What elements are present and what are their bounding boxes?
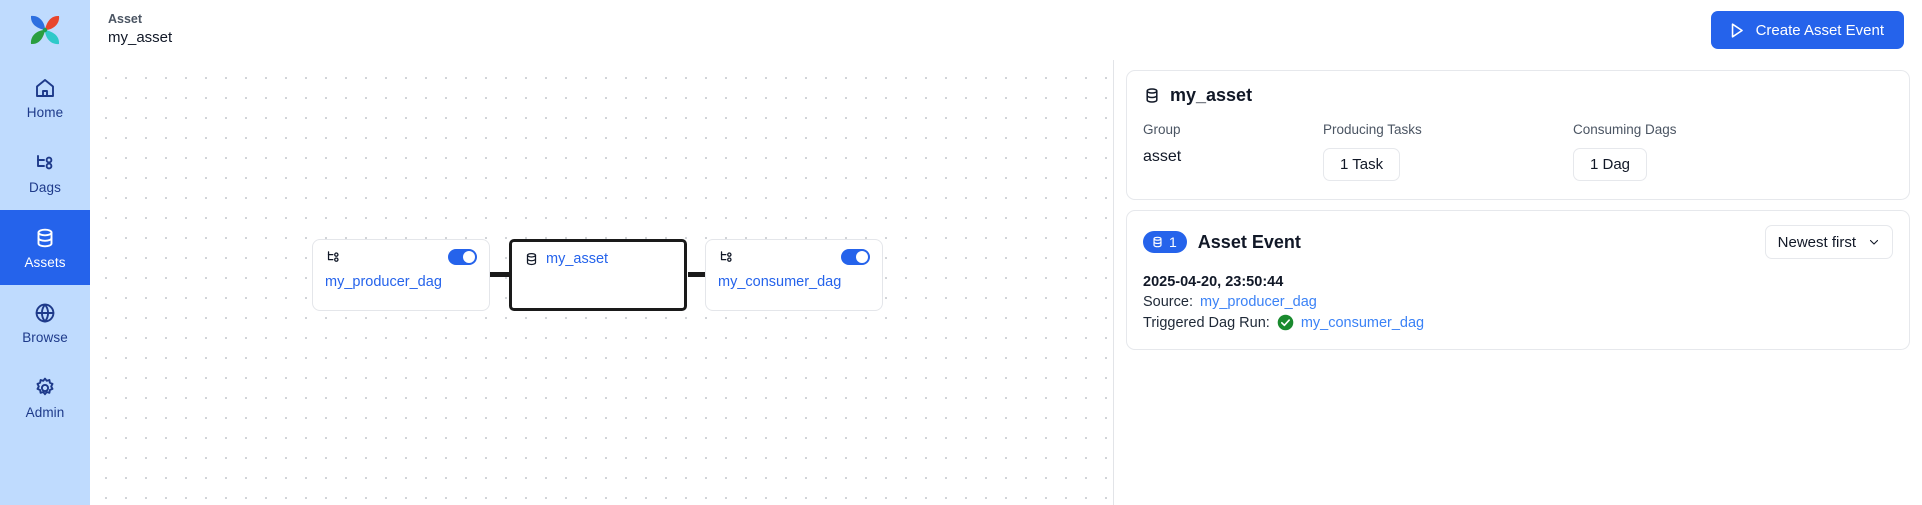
success-check-icon bbox=[1277, 314, 1294, 331]
graph-node-consumer-dag[interactable]: my_consumer_dag bbox=[705, 239, 883, 311]
asset-event-count-badge: 1 bbox=[1143, 231, 1187, 253]
play-triangle-icon bbox=[1731, 22, 1743, 38]
asset-event-source-link[interactable]: my_producer_dag bbox=[1199, 294, 1317, 310]
content-split: my_producer_dag my_asset bbox=[90, 60, 1922, 505]
stat-consuming-dags: Consuming Dags 1 Dag bbox=[1573, 122, 1677, 181]
sidebar-item-home-label: Home bbox=[26, 104, 64, 120]
stat-consuming-dags-label: Consuming Dags bbox=[1573, 122, 1677, 137]
sidebar-item-admin[interactable]: Admin bbox=[0, 360, 90, 435]
asset-event-triggered-link[interactable]: my_consumer_dag bbox=[1300, 314, 1425, 331]
asset-summary-title-row: my_asset bbox=[1143, 85, 1893, 106]
sidebar-item-admin-label: Admin bbox=[25, 404, 65, 420]
home-icon bbox=[36, 78, 54, 97]
breadcrumb: Asset my_asset bbox=[108, 12, 173, 47]
asset-event-source-label: Source: bbox=[1143, 294, 1193, 310]
main-area: Asset my_asset Create Asset Event bbox=[90, 0, 1922, 505]
asset-event-list-item: 2025-04-20, 23:50:44 Source: my_producer… bbox=[1143, 274, 1893, 331]
create-asset-event-label: Create Asset Event bbox=[1755, 21, 1884, 39]
dag-tree-icon bbox=[327, 251, 339, 262]
stat-producing-tasks: Producing Tasks 1 Task bbox=[1323, 122, 1573, 181]
dag-tree-icon bbox=[37, 154, 53, 169]
asset-details-panel: my_asset Group asset Producing Tasks 1 T… bbox=[1114, 60, 1922, 505]
sidebar-item-home[interactable]: Home bbox=[0, 60, 90, 135]
graph-node-asset[interactable]: my_asset bbox=[509, 239, 687, 311]
consumer-dag-pause-toggle[interactable] bbox=[841, 249, 870, 265]
graph-node-producer-dag[interactable]: my_producer_dag bbox=[312, 239, 490, 311]
graph-node-producer-dag-label[interactable]: my_producer_dag bbox=[325, 274, 442, 290]
graph-node-asset-label[interactable]: my_asset bbox=[546, 251, 609, 267]
top-bar: Asset my_asset Create Asset Event bbox=[90, 0, 1922, 60]
asset-summary-card: my_asset Group asset Producing Tasks 1 T… bbox=[1126, 70, 1910, 200]
asset-events-header: 1 Asset Event Newest first bbox=[1143, 225, 1893, 259]
sidebar: Home Dags Assets bbox=[0, 0, 90, 505]
sidebar-item-assets-label: Assets bbox=[24, 254, 66, 270]
event-sort-dropdown[interactable]: Newest first bbox=[1764, 225, 1893, 259]
asset-events-card: 1 Asset Event Newest first 2025-04-2 bbox=[1126, 210, 1910, 350]
sidebar-item-browse[interactable]: Browse bbox=[0, 285, 90, 360]
globe-icon bbox=[35, 303, 55, 323]
database-icon bbox=[1146, 88, 1158, 103]
graph-node-consumer-dag-label[interactable]: my_consumer_dag bbox=[718, 274, 842, 290]
gear-icon bbox=[36, 377, 54, 395]
database-icon bbox=[37, 228, 53, 247]
producer-dag-pause-toggle[interactable] bbox=[448, 249, 477, 265]
database-icon bbox=[1153, 236, 1162, 248]
stat-producing-tasks-chip[interactable]: 1 Task bbox=[1323, 148, 1401, 181]
page-title: my_asset bbox=[108, 28, 173, 46]
asset-graph-canvas[interactable]: my_producer_dag my_asset bbox=[90, 60, 1114, 505]
asset-event-count: 1 bbox=[1169, 234, 1177, 250]
stat-producing-tasks-label: Producing Tasks bbox=[1323, 122, 1422, 137]
database-icon bbox=[526, 252, 537, 266]
asset-event-source-row: Source: my_producer_dag bbox=[1143, 294, 1893, 310]
sidebar-item-dags[interactable]: Dags bbox=[0, 135, 90, 210]
asset-event-triggered-row: Triggered Dag Run: my_consumer_dag bbox=[1143, 314, 1893, 331]
asset-events-title: Asset Event bbox=[1197, 231, 1301, 252]
stat-group: Group asset bbox=[1143, 122, 1323, 181]
stat-group-label: Group bbox=[1143, 122, 1181, 137]
sidebar-item-browse-label: Browse bbox=[22, 329, 68, 345]
breadcrumb-kind: Asset bbox=[108, 12, 143, 27]
dag-tree-icon bbox=[720, 251, 732, 262]
stat-consuming-dags-chip[interactable]: 1 Dag bbox=[1573, 148, 1648, 181]
airflow-pinwheel-logo bbox=[30, 15, 60, 45]
stat-group-value: asset bbox=[1143, 148, 1182, 165]
asset-stats: Group asset Producing Tasks 1 Task Consu… bbox=[1143, 122, 1893, 181]
asset-summary-title: my_asset bbox=[1170, 85, 1253, 105]
create-asset-event-button[interactable]: Create Asset Event bbox=[1710, 11, 1904, 49]
airflow-logo[interactable] bbox=[0, 0, 90, 60]
sidebar-item-assets[interactable]: Assets bbox=[0, 210, 90, 285]
asset-event-timestamp: 2025-04-20, 23:50:44 bbox=[1143, 274, 1284, 290]
chevron-down-icon bbox=[1869, 239, 1879, 245]
event-sort-value: Newest first bbox=[1777, 233, 1856, 251]
asset-event-triggered-label: Triggered Dag Run: bbox=[1143, 314, 1270, 331]
sidebar-item-dags-label: Dags bbox=[29, 179, 61, 195]
asset-events-title-wrap: 1 Asset Event bbox=[1143, 231, 1301, 253]
